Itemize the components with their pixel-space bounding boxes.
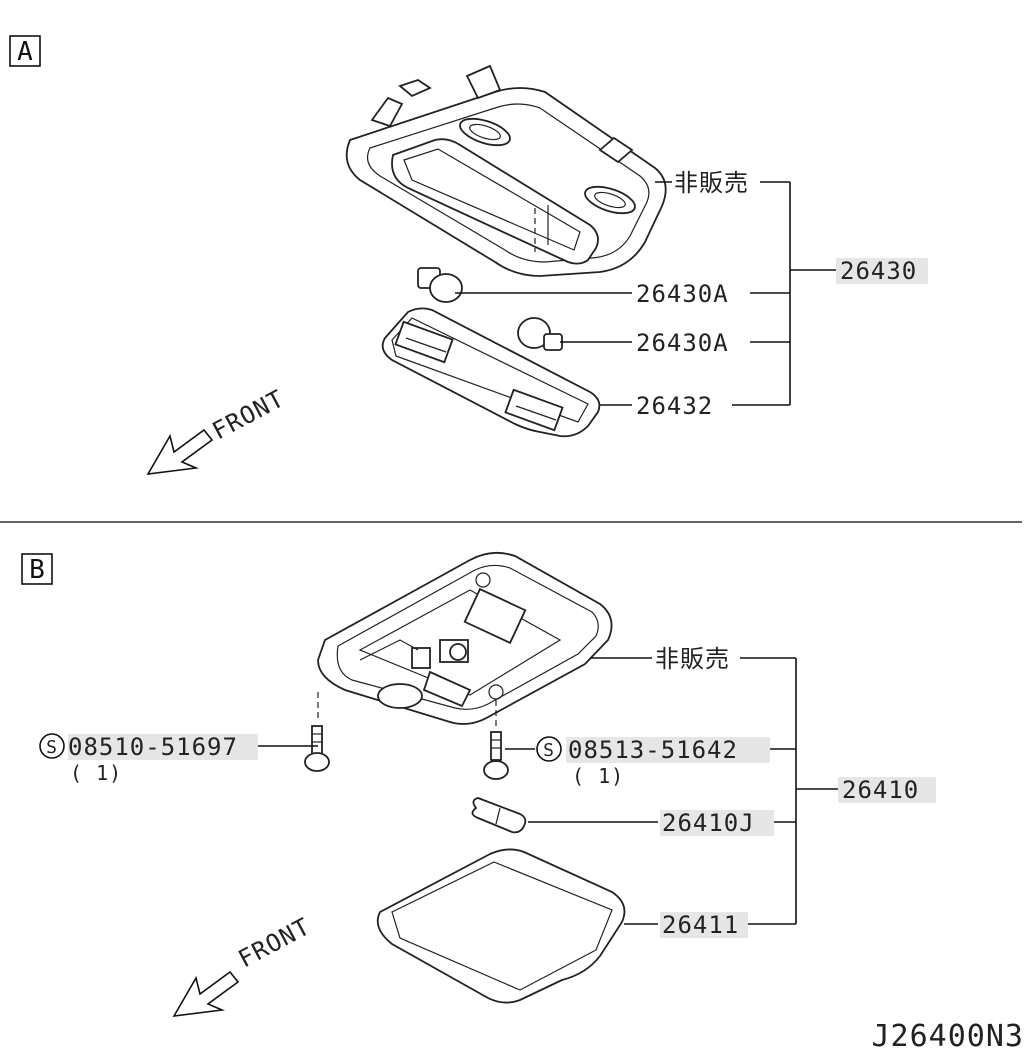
- section-b-tag-box: [21, 553, 53, 585]
- label-assembly-26410: 26410: [842, 776, 919, 804]
- circled-s-icon: S: [39, 733, 65, 759]
- label-assembly-26430: 26430: [840, 257, 917, 285]
- label-not-sold-b: 非販売: [655, 645, 730, 673]
- bulb-26430a-lower: [517, 317, 563, 351]
- section-b: B: [21, 551, 936, 1017]
- label-lens-26432: 26432: [636, 392, 713, 420]
- label-screw-left: 08510-51697: [68, 733, 238, 761]
- lens-26432: [381, 307, 601, 438]
- label-screw-right-qty: ( 1): [572, 764, 624, 788]
- label-screw-left-qty: ( 1): [70, 761, 122, 785]
- bulb-26410j: [471, 797, 527, 834]
- front-direction-arrow-icon: FRONT: [172, 912, 315, 1017]
- front-label-a: FRONT: [208, 384, 289, 445]
- label-not-sold-a: 非販売: [674, 169, 749, 197]
- bulb-26430a-upper: [417, 267, 463, 303]
- section-b-tag: B: [29, 555, 45, 585]
- label-bulb-26430a-upper: 26430A: [636, 280, 729, 308]
- section-b-leaders: [258, 657, 840, 925]
- screw-right: [483, 731, 509, 780]
- lens-26411: [376, 848, 626, 1004]
- front-label-b: FRONT: [234, 912, 315, 973]
- section-a-tag: A: [17, 37, 33, 67]
- section-a-leaders: [455, 181, 838, 406]
- drawing-code: J26400N3: [872, 1019, 1025, 1054]
- svg-text:S: S: [543, 740, 555, 761]
- circled-s-icon: S: [536, 736, 562, 762]
- label-screw-right: 08513-51642: [568, 736, 738, 764]
- screw-left: [304, 725, 330, 772]
- section-a-tag-box: [9, 35, 41, 67]
- svg-text:S: S: [46, 737, 58, 758]
- map-lamp-housing: [345, 64, 667, 277]
- label-lens-26411: 26411: [662, 911, 739, 939]
- room-lamp-housing: [317, 551, 613, 730]
- label-bulb-26430a-lower: 26430A: [636, 329, 729, 357]
- section-a: A: [9, 35, 928, 475]
- label-bulb-26410j: 26410J: [662, 809, 755, 837]
- front-direction-arrow-icon: FRONT: [146, 384, 289, 475]
